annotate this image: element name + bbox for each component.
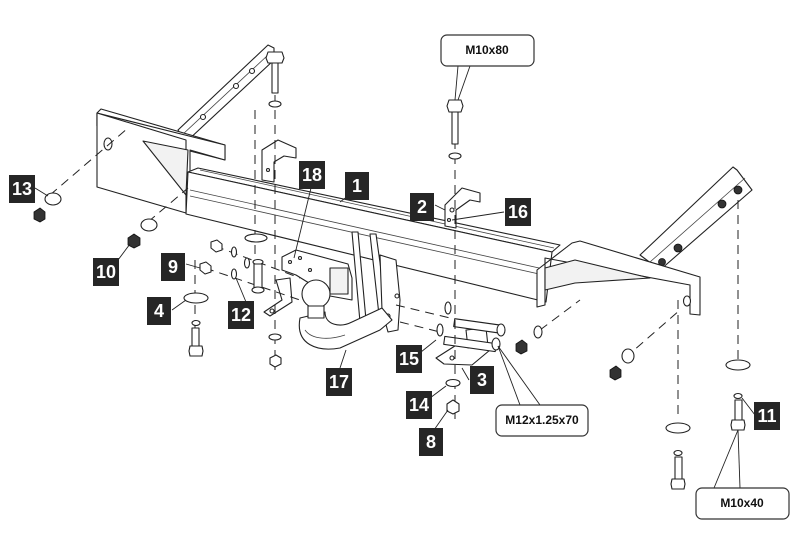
bolt-head bbox=[446, 99, 464, 113]
main-crossbar bbox=[185, 167, 561, 303]
part-label-2: 2 bbox=[410, 193, 434, 221]
svg-text:8: 8 bbox=[426, 432, 436, 452]
washer-10a bbox=[140, 218, 158, 232]
svg-text:11: 11 bbox=[757, 406, 776, 426]
svg-text:M10x40: M10x40 bbox=[720, 496, 764, 510]
fasteners bbox=[33, 51, 751, 490]
right-mounting-arm bbox=[536, 166, 753, 316]
svg-text:2: 2 bbox=[417, 197, 427, 217]
part-label-11: 11 bbox=[754, 402, 780, 430]
part-label-12: 12 bbox=[228, 301, 254, 329]
svg-text:16: 16 bbox=[508, 202, 528, 222]
part-label-8: 8 bbox=[419, 428, 443, 456]
svg-text:9: 9 bbox=[168, 257, 178, 277]
upper-bracket-right-2 bbox=[444, 187, 481, 229]
part-label-9: 9 bbox=[161, 253, 185, 281]
svg-text:4: 4 bbox=[154, 301, 164, 321]
svg-text:18: 18 bbox=[302, 165, 322, 185]
part-label-13: 13 bbox=[9, 175, 35, 203]
svg-text:M10x80: M10x80 bbox=[465, 43, 509, 57]
svg-text:3: 3 bbox=[477, 370, 487, 390]
part-label-15: 15 bbox=[396, 345, 422, 373]
bolt-shank bbox=[451, 111, 459, 145]
upper-bracket-left bbox=[261, 139, 297, 183]
svg-text:17: 17 bbox=[329, 372, 349, 392]
left-mounting-arm bbox=[96, 44, 275, 214]
part-label-14: 14 bbox=[406, 391, 432, 419]
part-label-10: 10 bbox=[93, 258, 119, 286]
nut-13 bbox=[33, 207, 46, 223]
washer-13 bbox=[44, 192, 62, 206]
tow-ball-assembly bbox=[263, 231, 401, 350]
callout-m10x80: M10x80 bbox=[440, 34, 535, 67]
part-label-16: 16 bbox=[505, 198, 531, 226]
svg-text:1: 1 bbox=[352, 176, 362, 196]
svg-text:M12x1.25x70: M12x1.25x70 bbox=[505, 413, 579, 427]
svg-text:10: 10 bbox=[96, 262, 116, 282]
callout-m12x125x70: M12x1.25x70 bbox=[495, 404, 589, 437]
washer bbox=[448, 152, 462, 160]
nut-10 bbox=[127, 233, 141, 249]
lower-bracket-3 bbox=[435, 318, 506, 366]
part-label-18: 18 bbox=[299, 161, 325, 189]
leader-lines bbox=[34, 65, 756, 489]
svg-text:13: 13 bbox=[12, 179, 32, 199]
svg-text:12: 12 bbox=[231, 305, 251, 325]
svg-text:15: 15 bbox=[399, 349, 419, 369]
svg-text:14: 14 bbox=[409, 395, 429, 415]
part-label-3: 3 bbox=[470, 366, 494, 394]
part-label-4: 4 bbox=[147, 297, 171, 325]
part-label-17: 17 bbox=[326, 368, 352, 396]
callout-m10x40: M10x40 bbox=[695, 487, 790, 520]
part-label-1: 1 bbox=[345, 172, 369, 200]
